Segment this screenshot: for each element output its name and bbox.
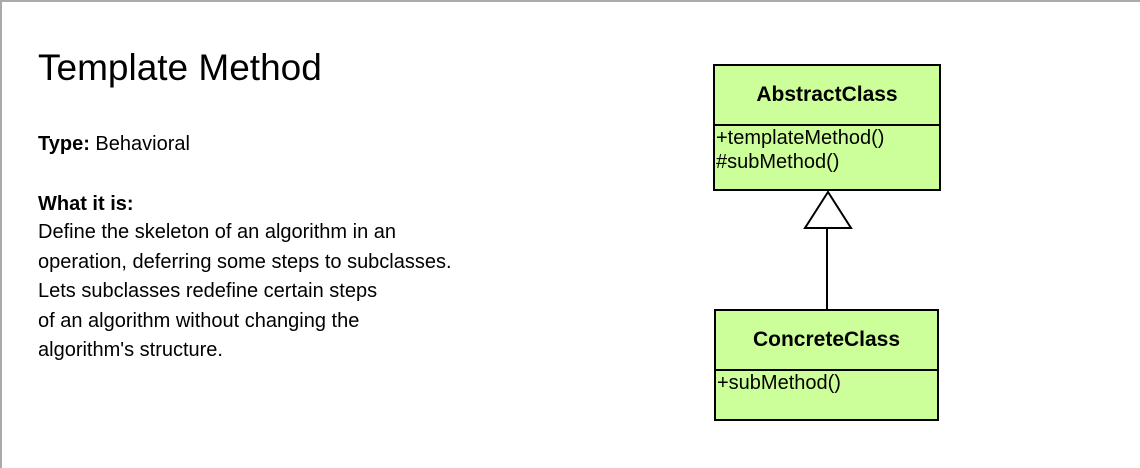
description-line: algorithm's structure.: [38, 339, 223, 361]
description-line: Lets subclasses redefine certain steps: [38, 280, 378, 302]
abstract-class-box: AbstractClass +templateMethod() #subMeth…: [713, 64, 941, 191]
page-title: Template Method: [38, 47, 322, 88]
what-it-is-label: What it is:: [38, 193, 134, 215]
type-value: Behavioral: [95, 133, 190, 155]
operation: +subMethod(): [717, 372, 841, 394]
description: Define the skeleton of an algorithm in a…: [38, 218, 452, 366]
inheritance-arrowhead-icon: [803, 190, 853, 229]
pattern-type: Type: Behavioral: [38, 132, 190, 156]
operation: #subMethod(): [716, 151, 840, 173]
description-line: of an algorithm without changing the: [38, 309, 360, 332]
operation: +templateMethod(): [716, 127, 885, 149]
type-label: Type:: [38, 133, 90, 155]
description-line: operation, deferring some steps to subcl…: [38, 250, 452, 273]
class-name: ConcreteClass: [716, 311, 937, 371]
class-operations: +subMethod(): [716, 371, 937, 395]
concrete-class-box: ConcreteClass +subMethod(): [714, 309, 939, 421]
class-name: AbstractClass: [715, 66, 939, 126]
class-operations: +templateMethod() #subMethod(): [715, 126, 939, 174]
description-line: Define the skeleton of an algorithm in a…: [38, 221, 396, 243]
